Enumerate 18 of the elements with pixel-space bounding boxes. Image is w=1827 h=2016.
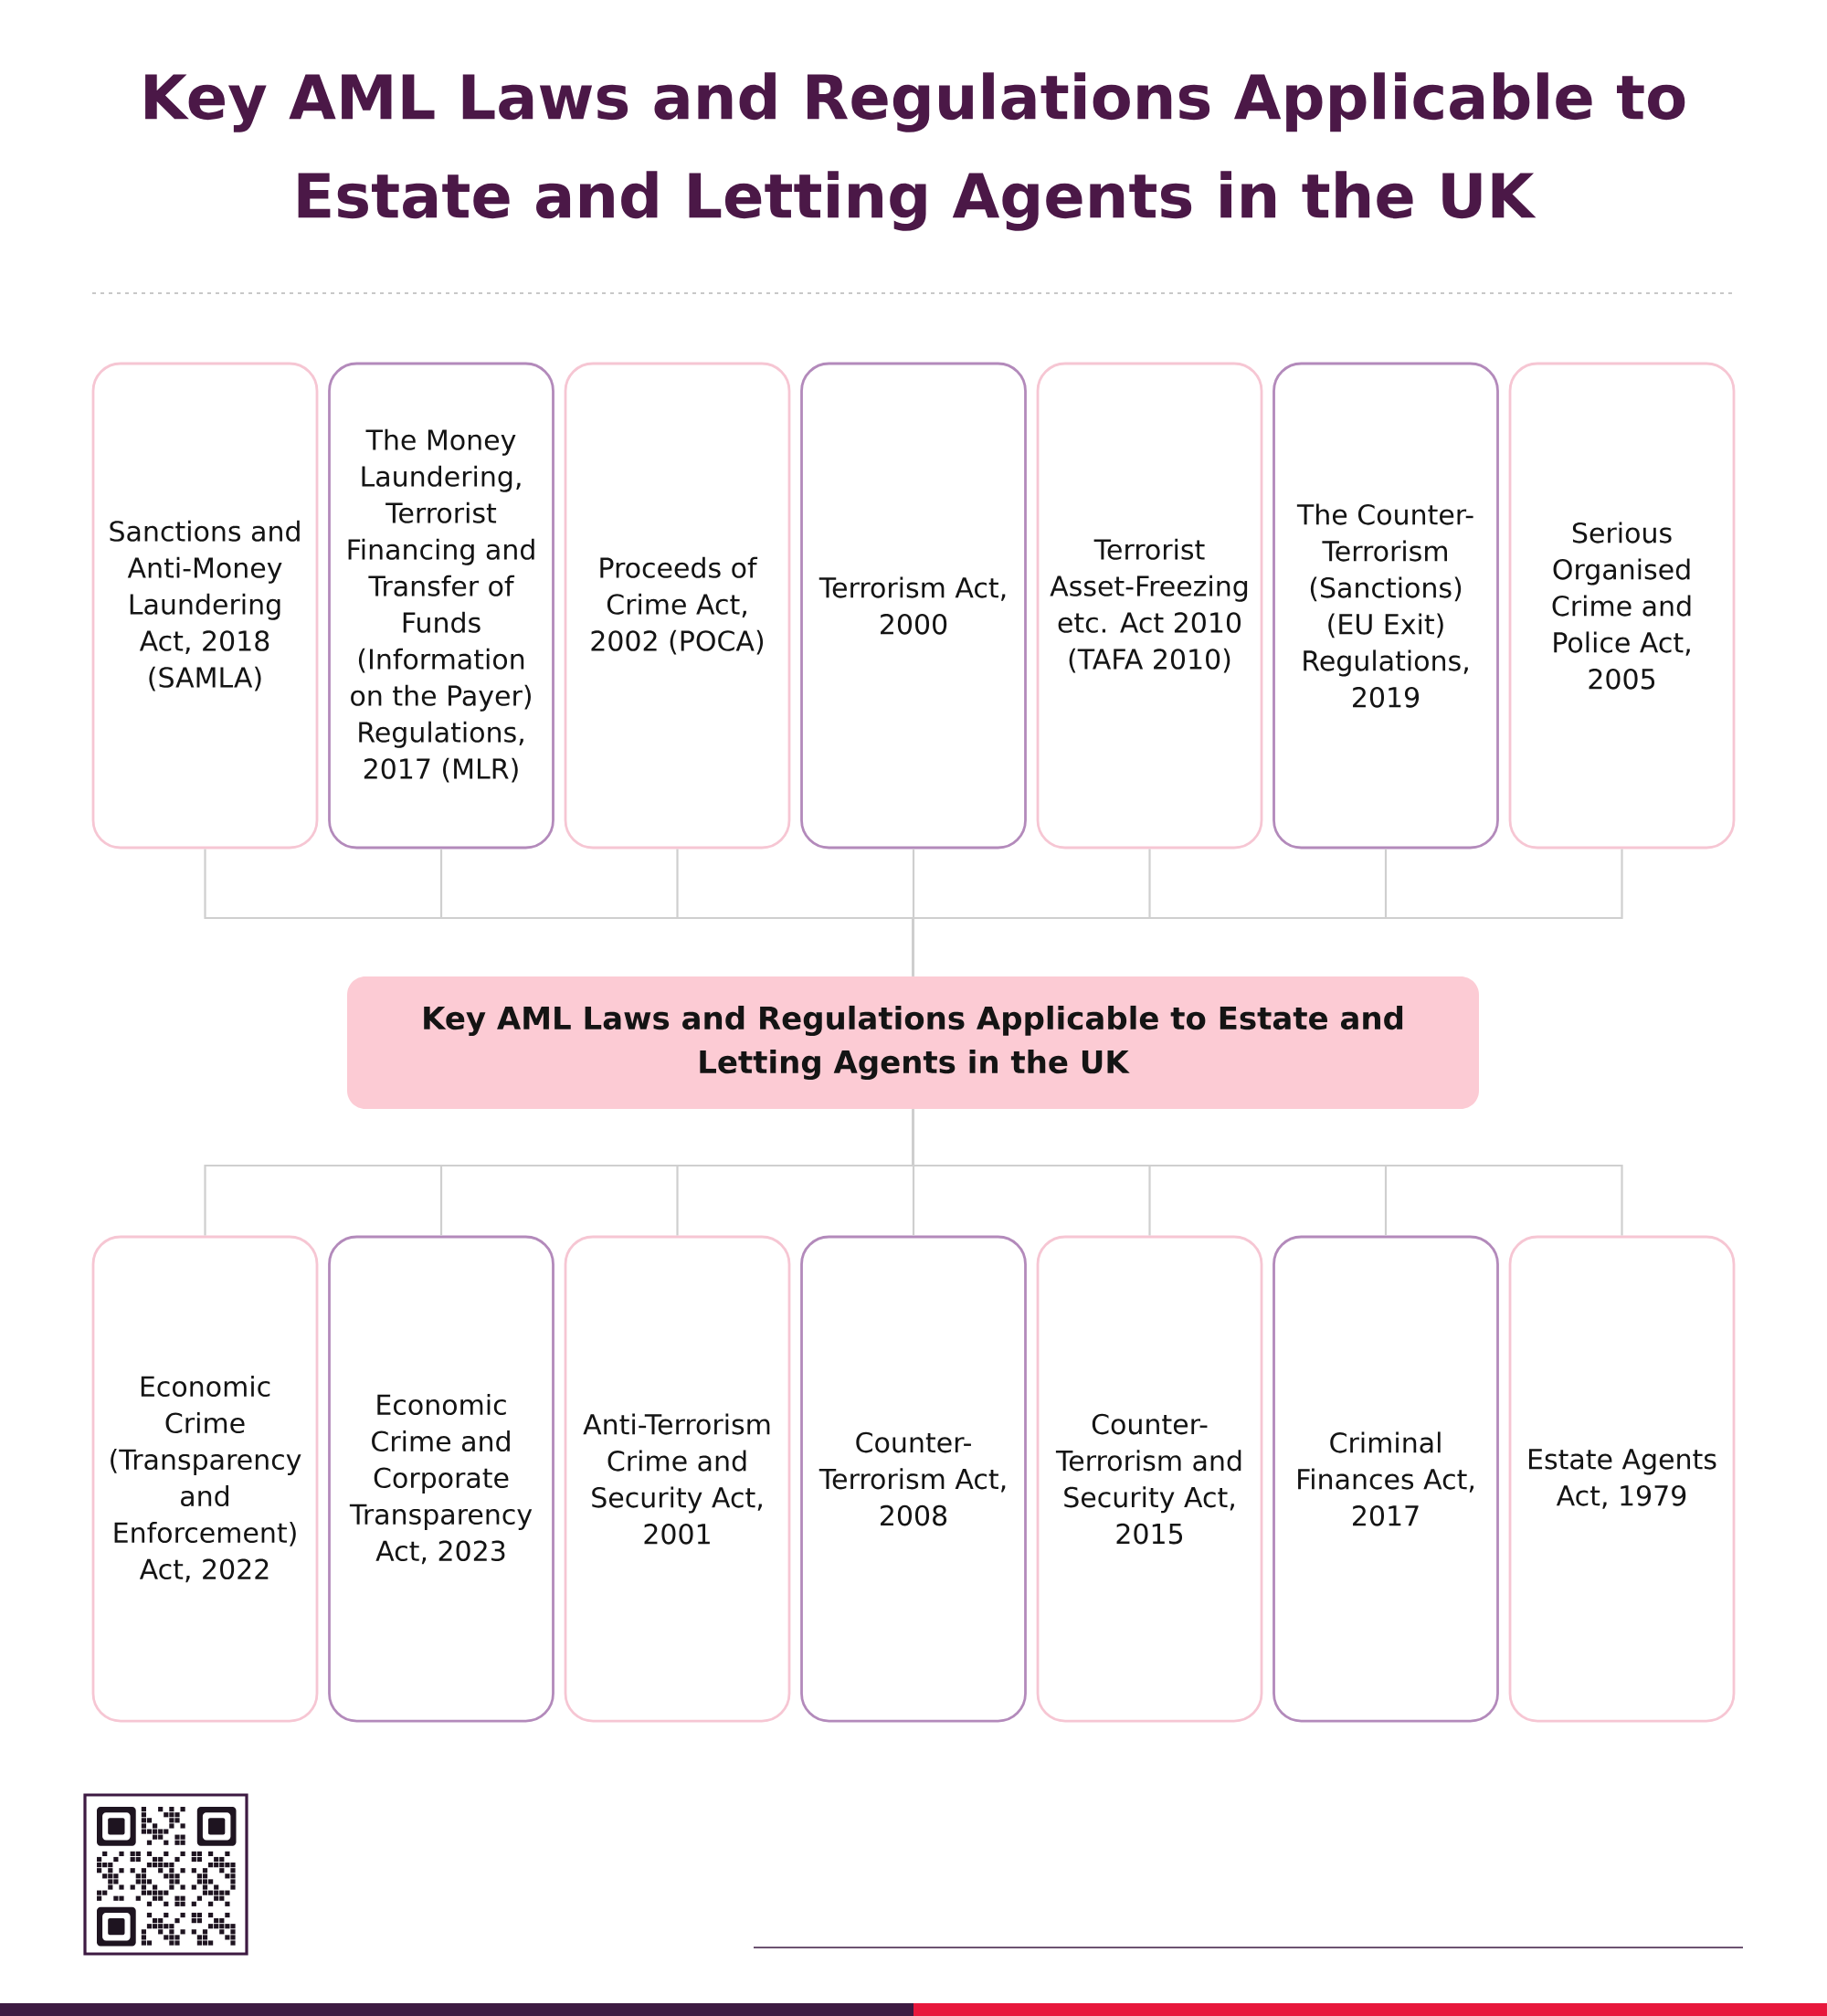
law-box: Anti-Terrorism Crime and Security Act, 2001 [564, 1235, 791, 1723]
law-box: Terrorist Asset-Freezing etc. Act 2010 (TAFA 2010) [1036, 362, 1263, 850]
law-box: The Counter-Terrorism (Sanctions) (EU Exit) Regulations, 2019 [1273, 362, 1499, 850]
topic-box: Key AML Laws and Regulations Applicable to Estate and Letting Agents in the UK [347, 976, 1479, 1109]
law-box: Counter-Terrorism and Security Act, 2015 [1036, 1235, 1263, 1723]
connector-line [912, 849, 1623, 976]
law-box: Proceeds of Crime Act, 2002 (POCA) [564, 362, 791, 850]
law-box: Criminal Finances Act, 2017 [1273, 1235, 1499, 1723]
law-box: Estate Agents Act, 1979 [1508, 1235, 1736, 1723]
law-box: Economic Crime (Transparency and Enforcement) Act, 2022 [91, 1235, 319, 1723]
title: Key AML Laws and Regulations Applicable to Estate and Letting Agents in the UK [145, 72, 1685, 231]
law-box: Serious Organised Crime and Police Act, 2005 [1508, 362, 1736, 850]
law-box: Counter-Terrorism Act, 2008 [800, 1235, 1027, 1723]
law-box: Economic Crime and Corporate Transparency Act, 2023 [328, 1235, 554, 1723]
connector-line [912, 1109, 1623, 1236]
law-box: Terrorism Act, 2000 [800, 362, 1027, 850]
law-box: The Money Laundering, Terrorist Financing and Transfer of Funds (Information on the Payer) Regulations, 2017 (MLR) [328, 362, 554, 850]
law-box: Sanctions and Anti-Money Laundering Act, 2018 (SAMLA) [91, 362, 319, 850]
